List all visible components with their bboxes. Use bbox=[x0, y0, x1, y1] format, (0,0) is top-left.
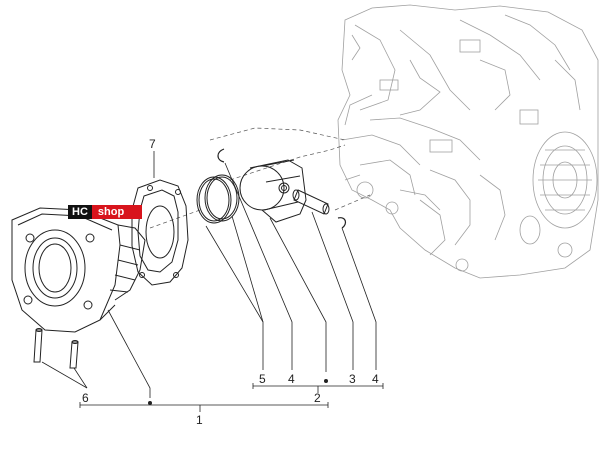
callout-2: 2 bbox=[314, 391, 321, 405]
piston-rings bbox=[196, 174, 240, 224]
callout-5: 5 bbox=[259, 372, 266, 386]
callout-7: 7 bbox=[149, 137, 156, 151]
hcshop-watermark-logo: HC shop bbox=[68, 205, 142, 219]
callout-4-left: 4 bbox=[288, 372, 295, 386]
engine-crankcase bbox=[337, 4, 599, 279]
logo-hc-text: HC bbox=[68, 205, 92, 219]
callout-1: 1 bbox=[196, 413, 203, 427]
cylinder bbox=[11, 207, 146, 333]
callout-6: 6 bbox=[82, 391, 89, 405]
piston-pin bbox=[292, 189, 330, 215]
callout-4-right: 4 bbox=[372, 372, 379, 386]
assembly-axis-lines bbox=[149, 127, 371, 229]
leader-lines bbox=[41, 151, 377, 398]
callout-3: 3 bbox=[349, 372, 356, 386]
circlips bbox=[217, 148, 347, 229]
logo-shop-text: shop bbox=[91, 205, 142, 219]
base-gasket bbox=[131, 179, 189, 286]
dowel-pins bbox=[33, 328, 79, 369]
part-dot-markers bbox=[148, 379, 328, 405]
bracket-lines bbox=[79, 383, 384, 412]
piston bbox=[239, 159, 307, 223]
